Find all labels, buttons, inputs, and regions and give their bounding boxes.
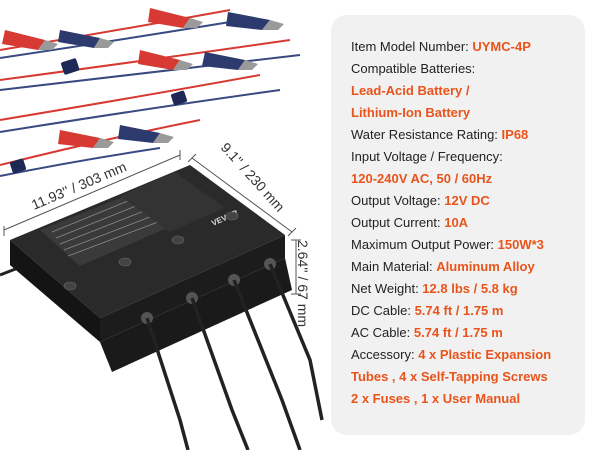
spec-batteries-value: Lead-Acid Battery / <box>351 83 470 98</box>
spec-ac-cable: AC Cable: 5.74 ft / 1.75 m <box>351 325 503 340</box>
spec-model: Item Model Number: UYMC-4P <box>351 39 531 54</box>
spec-accessory: Accessory: 4 x Plastic Expansion <box>351 347 552 362</box>
clamp-blue <box>118 125 174 143</box>
spec-accessory-line: Tubes , 4 x Self-Tapping Screws <box>351 369 548 384</box>
spec-accessory-line: 2 x Fuses , 1 x User Manual <box>351 391 521 406</box>
spec-input-voltage-value: 120-240V AC, 50 / 60Hz <box>351 171 493 186</box>
height-dimension: 2.64'' / 67 mm <box>295 240 311 327</box>
spec-dc-cable: DC Cable: 5.74 ft / 1.75 m <box>351 303 504 318</box>
clamp-blue <box>226 12 284 30</box>
clamp-red <box>58 130 114 148</box>
spec-panel: Item Model Number: UYMC-4P Compatible Ba… <box>331 15 585 435</box>
dimension-lines <box>3 150 301 295</box>
clamp-blue <box>202 52 258 70</box>
spec-batteries-value: Lithium-Ion Battery <box>351 105 471 120</box>
charger-body: VEVOR <box>10 165 292 372</box>
product-image: VEVOR <box>0 8 324 450</box>
spec-output-voltage: Output Voltage: 12V DC <box>351 193 490 208</box>
clamp-red <box>148 8 203 28</box>
spec-output-current: Output Current: 10A <box>351 215 469 230</box>
fuse-holder <box>10 58 187 174</box>
spec-material: Main Material: Aluminum Alloy <box>351 259 535 274</box>
spec-list: Item Model Number: UYMC-4P Compatible Ba… <box>351 36 585 410</box>
spec-weight: Net Weight: 12.8 lbs / 5.8 kg <box>351 281 518 296</box>
status-leds <box>63 211 239 291</box>
spec-plate <box>120 172 225 232</box>
clamp-cables <box>0 8 301 177</box>
spec-input-voltage-label: Input Voltage / Frequency: <box>351 149 503 164</box>
clamp-blue <box>58 30 114 48</box>
charger-illustration: VEVOR <box>0 8 324 450</box>
spec-water: Water Resistance Rating: IP68 <box>351 127 529 142</box>
spec-max-power: Maximum Output Power: 150W*3 <box>351 237 544 252</box>
clamp-red <box>138 50 193 70</box>
spec-batteries-label: Compatible Batteries: <box>351 61 476 76</box>
output-cables <box>145 263 324 450</box>
clamp-red <box>2 30 58 50</box>
